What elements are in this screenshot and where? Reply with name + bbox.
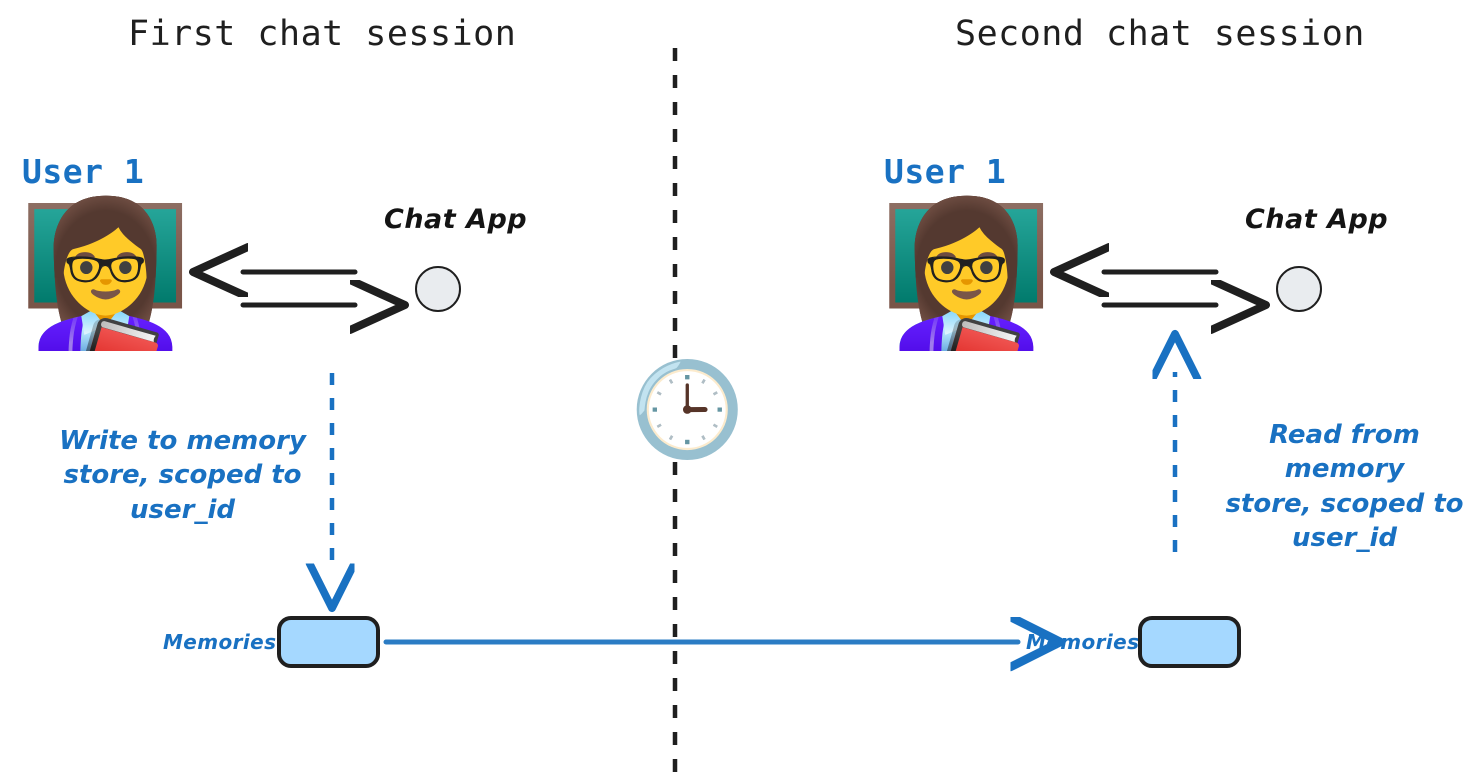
second-session-memory-store-box-icon[interactable] [1138, 616, 1241, 668]
second-session-user-label: User 1 [884, 152, 1007, 191]
first-session-memory-store-box-icon[interactable] [277, 616, 380, 668]
second-session-woman-teacher-avatar-icon: 👩‍🏫 [879, 193, 1054, 356]
first-session-user-label: User 1 [22, 152, 145, 191]
first-session-chat-app-label: Chat App [384, 204, 528, 235]
clock-icon: 🕒 [630, 356, 745, 463]
second-session-memories-label: Memories [1026, 630, 1140, 654]
first-session-chat-app-node-icon[interactable] [415, 266, 461, 312]
first-session-exchange-arrows [243, 272, 355, 305]
second-session-exchange-arrows [1104, 272, 1216, 305]
read-memory-annotation: Read from memory store, scoped to user_i… [1225, 420, 1464, 553]
second-session-title: Second chat session [955, 14, 1365, 54]
first-session-memories-label: Memories [163, 630, 277, 654]
second-session-chat-app-label: Chat App [1245, 204, 1389, 235]
first-session-title: First chat session [128, 14, 517, 54]
first-session-woman-teacher-avatar-icon: 👩‍🏫 [18, 193, 193, 356]
write-memory-annotation: Write to memory store, scoped to user_id [59, 426, 306, 525]
second-session-chat-app-node-icon[interactable] [1276, 266, 1322, 312]
